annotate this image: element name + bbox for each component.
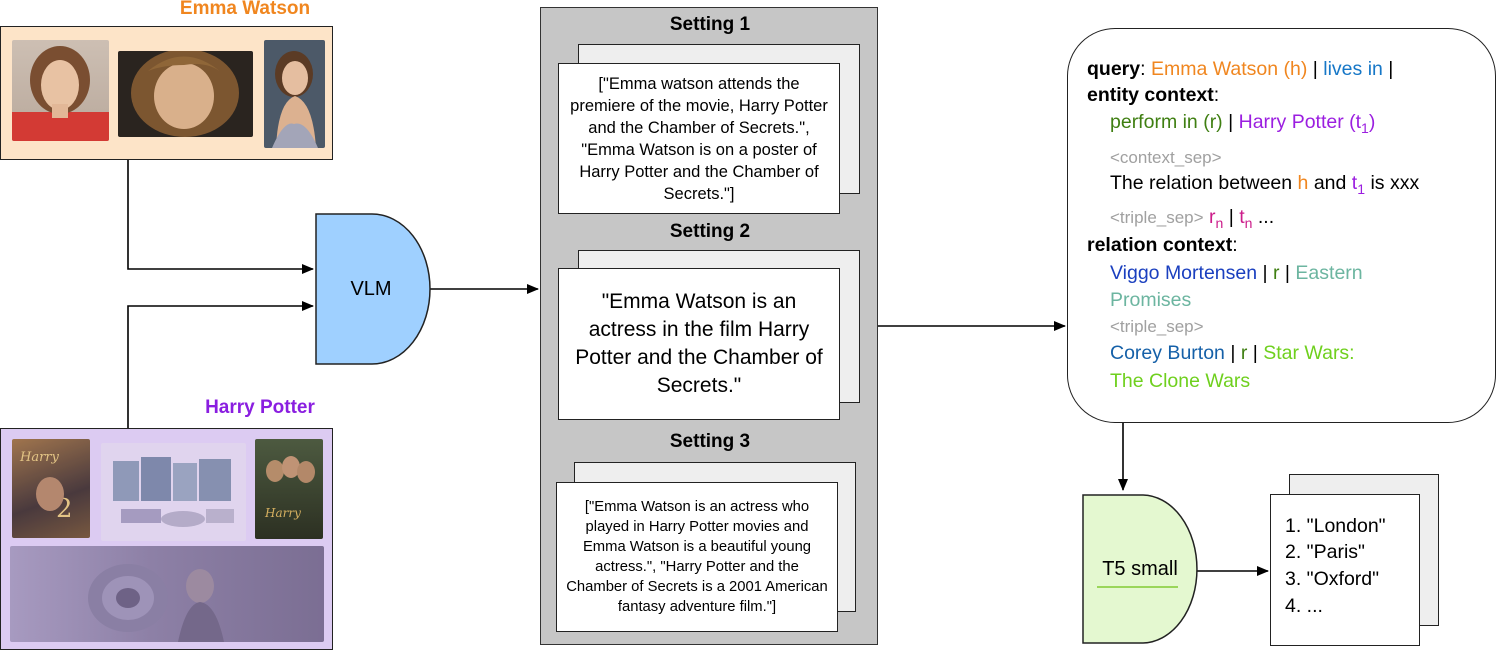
- emma-photo-3: [264, 40, 325, 148]
- harry-boxset: [101, 443, 246, 541]
- emma-image-panel: [0, 26, 333, 160]
- relation-triple-2-cont: The Clone Wars: [1110, 370, 1251, 392]
- setting-1-title: Setting 1: [669, 14, 751, 35]
- output-item-3: 3. "Oxford": [1285, 568, 1380, 590]
- context-sep-token: <context_sep>: [1110, 148, 1222, 167]
- vlm-shape: [315, 213, 431, 365]
- svg-text:Harry: Harry: [264, 506, 301, 520]
- output-item-1: 1. "London": [1285, 515, 1386, 537]
- setting-2-text: "Emma Watson is an actress in the film H…: [575, 290, 823, 397]
- relation-sentence: The relation between h and t1 is xxx: [1110, 172, 1420, 197]
- t5-shape: [1082, 494, 1198, 644]
- relation-context-heading: relation context:: [1087, 234, 1238, 256]
- query-line: query: Emma Watson (h) | lives in |: [1087, 58, 1394, 80]
- harry-scene: [10, 546, 324, 642]
- output-card: 1. "London" 2. "Paris" 3. "Oxford" 4. ..…: [1270, 494, 1420, 646]
- setting-1-text: ["Emma watson attends the premiere of th…: [570, 74, 828, 203]
- vlm-label: VLM: [350, 278, 392, 300]
- emma-photo-2: [118, 51, 253, 137]
- emma-title: Emma Watson: [179, 0, 311, 19]
- emma-to-vlm-arrow: [127, 160, 314, 274]
- triple-sep-token: <triple_sep>: [1110, 317, 1204, 336]
- triple-sep-line-1: <triple_sep> rn | tn ...: [1110, 206, 1275, 231]
- emma-photo-1: [12, 40, 109, 141]
- harry-title: Harry Potter: [205, 397, 315, 418]
- harry-poster-1: Harry 2: [12, 439, 90, 538]
- harry-poster-2: Harry: [255, 439, 323, 539]
- setting-3-card: ["Emma Watson is an actress who played i…: [556, 482, 838, 632]
- entity-triple-line: perform in (r) | Harry Potter (t1): [1110, 111, 1376, 136]
- svg-text:Harry: Harry: [19, 450, 60, 465]
- t5-label: T5 small: [1102, 558, 1178, 580]
- setting-3-title: Setting 3: [669, 431, 751, 452]
- harry-to-vlm-arrow: [127, 301, 314, 428]
- relation-triple-1-cont: Promises: [1110, 289, 1192, 311]
- setting-2-card: "Emma Watson is an actress in the film H…: [558, 268, 840, 420]
- relation-triple-2: Corey Burton | r | Star Wars:: [1110, 342, 1355, 364]
- context-box: [1067, 28, 1496, 423]
- setting-2-title: Setting 2: [669, 221, 751, 242]
- setting-3-text: ["Emma Watson is an actress who played i…: [566, 499, 828, 615]
- output-item-4: 4. ...: [1285, 595, 1323, 617]
- relation-triple-1: Viggo Mortensen | r | Eastern: [1110, 262, 1363, 284]
- output-item-2: 2. "Paris": [1285, 541, 1365, 563]
- entity-context-heading: entity context:: [1087, 84, 1220, 106]
- harry-image-panel: Harry 2 Harry: [0, 428, 333, 650]
- setting-1-card: ["Emma watson attends the premiere of th…: [558, 63, 840, 214]
